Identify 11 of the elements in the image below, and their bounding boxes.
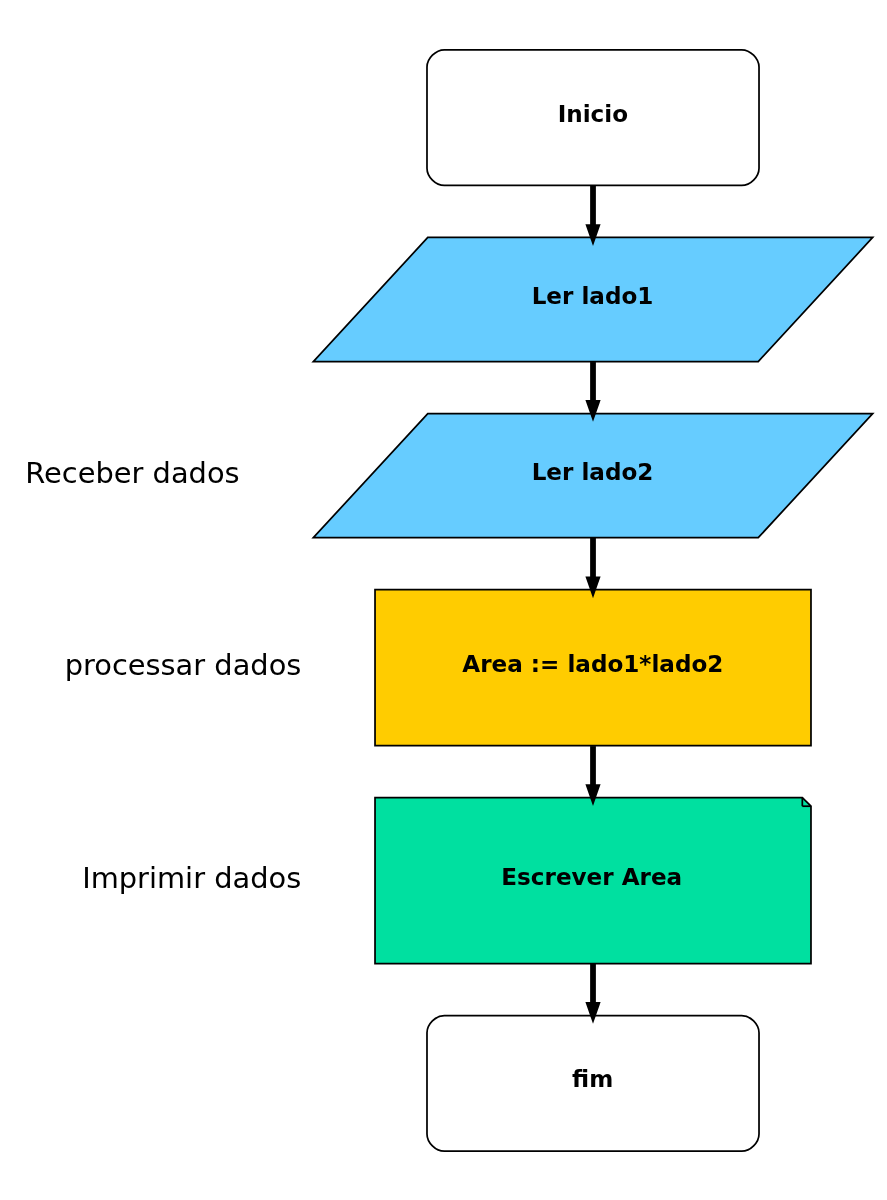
node-box: Area := lado1*lado2 <box>374 588 812 746</box>
label: processar dados <box>64 647 302 682</box>
node-box: fim <box>426 1014 760 1152</box>
label: Imprimir dados <box>82 860 302 895</box>
arrow <box>585 185 601 246</box>
arrow <box>585 361 601 422</box>
arrow <box>585 537 601 598</box>
arrow <box>585 745 601 806</box>
label: Receber dados <box>25 455 240 490</box>
arrow <box>585 963 601 1024</box>
node-box: Inicio <box>426 48 760 186</box>
